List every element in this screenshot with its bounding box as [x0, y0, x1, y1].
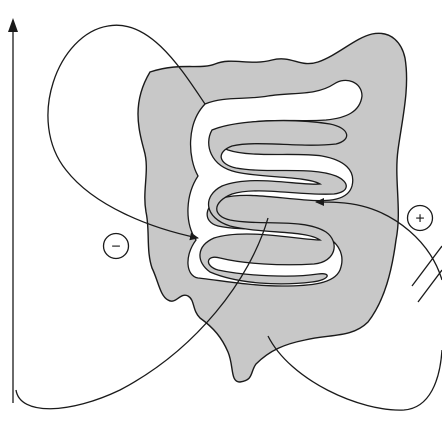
- hatch-mark-1: [412, 246, 442, 286]
- positive-label: +: [415, 211, 424, 228]
- return-curve-right: [268, 336, 442, 410]
- vertical-axis: [8, 18, 18, 403]
- hatch-mark-2: [418, 270, 442, 302]
- axis-arrowhead: [8, 18, 18, 32]
- positive-symbol: +: [408, 206, 433, 231]
- negative-symbol: −: [104, 234, 129, 259]
- negative-label: −: [111, 239, 120, 256]
